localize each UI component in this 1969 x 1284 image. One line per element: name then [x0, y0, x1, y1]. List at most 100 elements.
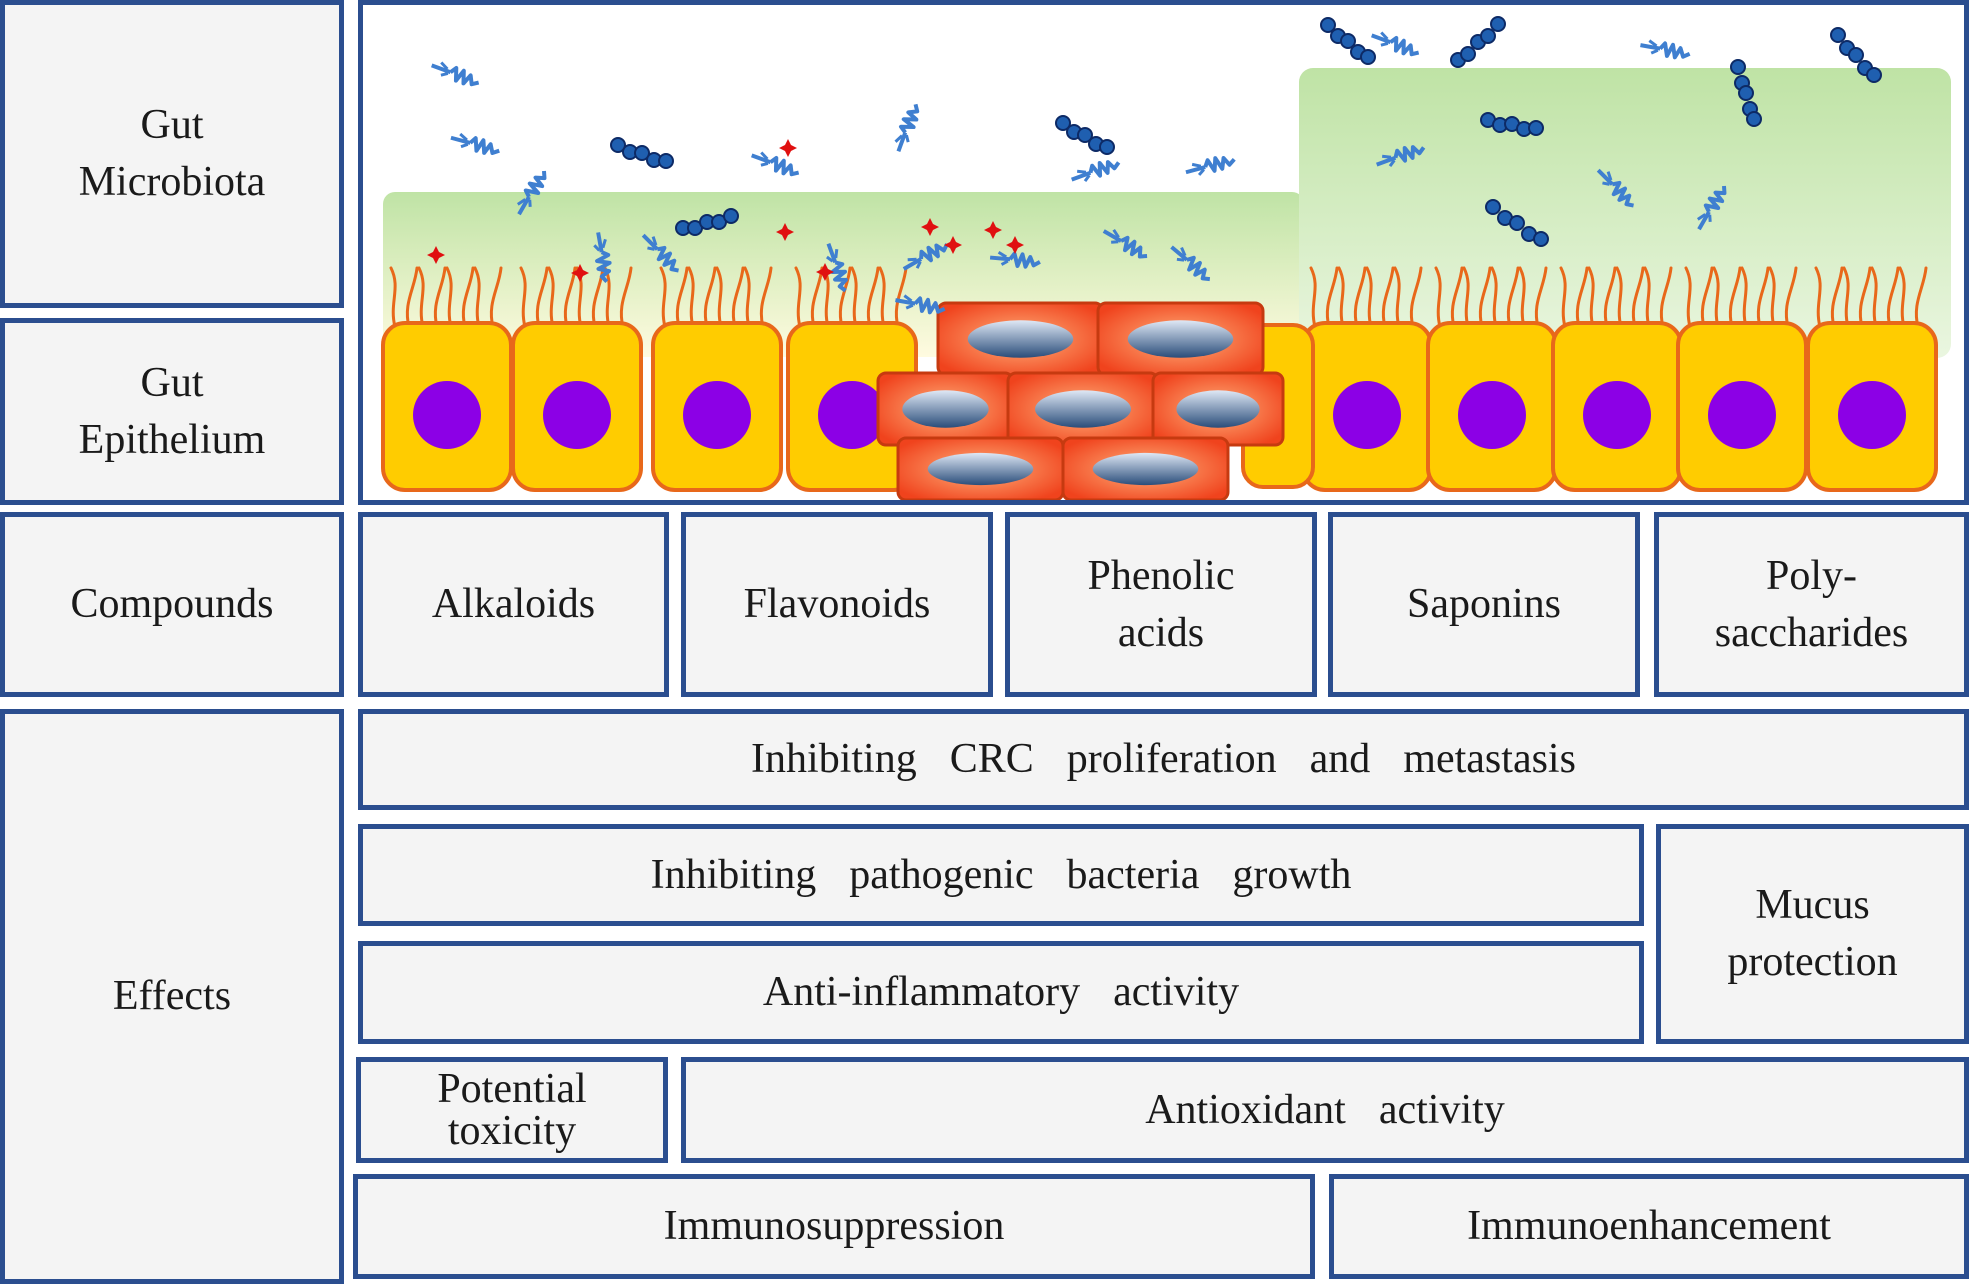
- rod-bacterium-body: [1170, 245, 1211, 282]
- rod-bacterium-flagella: [1076, 169, 1091, 182]
- effect-potential-toxicity: Potential toxicity: [356, 1057, 668, 1163]
- tumor-cell-cluster: [876, 301, 1285, 500]
- rod-bacterium-body: [826, 243, 848, 293]
- microvillus: [1728, 266, 1742, 329]
- microvillus: [1603, 266, 1617, 329]
- effect-immunosuppression: Immunosuppression: [353, 1174, 1315, 1279]
- row-label-compounds-text: Compounds: [70, 581, 274, 628]
- cell-nucleus: [543, 381, 611, 449]
- tumor-cell-nucleus: [1035, 390, 1131, 428]
- microvillus: [1575, 266, 1589, 329]
- rod-bacterium: [1376, 145, 1426, 167]
- microvillus: [519, 266, 527, 329]
- microvillus: [850, 266, 858, 329]
- gut-illustration: [381, 16, 1951, 500]
- microvillus: [1858, 266, 1872, 329]
- coccus: [634, 145, 650, 161]
- microvillus: [838, 266, 852, 329]
- microvillus: [894, 266, 908, 329]
- effect-mucus-protection: Mucus protection: [1656, 824, 1969, 1044]
- cell-nucleus: [1333, 381, 1401, 449]
- epithelial-cell: [1676, 266, 1808, 492]
- microvillus: [1309, 266, 1317, 329]
- rod-bacterium: [450, 132, 500, 156]
- compound-polysaccharides: Poly- saccharides: [1654, 512, 1969, 697]
- rod-bacterium-flagella: [903, 294, 914, 310]
- coccus: [1099, 139, 1115, 155]
- effect-inhibiting-crc-label: Inhibiting CRC proliferation and metasta…: [751, 736, 1576, 783]
- microvillus: [1587, 266, 1595, 329]
- microvillus: [1409, 266, 1423, 329]
- rod-bacterium-flagella: [1176, 246, 1187, 262]
- tumor-cell-nucleus: [1092, 452, 1199, 486]
- rod-bacterium: [1640, 39, 1691, 60]
- compound-saponins-label: Saponins: [1406, 581, 1561, 628]
- microvillus: [433, 266, 447, 329]
- rod-bacterium-flagella: [459, 132, 469, 149]
- compound-alkaloids-label: Alkaloids: [431, 581, 596, 628]
- microvillus: [1353, 266, 1367, 329]
- microvillus: [1506, 266, 1520, 329]
- microvillus: [1700, 266, 1714, 329]
- row-label-gut-epithelium-text: Gut Epithelium: [78, 359, 266, 463]
- effect-mucus-protection-label: Mucus protection: [1727, 882, 1898, 985]
- microvillus: [1393, 266, 1401, 329]
- compound-saponins: Saponins: [1328, 512, 1640, 697]
- rod-bacterium-body: [431, 63, 480, 87]
- microvillus: [619, 266, 633, 329]
- rod-bacterium-body: [1640, 41, 1691, 60]
- cocci-chain: [1485, 199, 1549, 247]
- microvillus: [1886, 266, 1900, 329]
- microvillus: [417, 266, 425, 329]
- microvillus: [1450, 266, 1464, 329]
- microvillus: [743, 266, 751, 329]
- rod-bacterium-flagella: [593, 238, 607, 252]
- cocci-chain: [1730, 59, 1762, 127]
- coccus: [723, 208, 739, 224]
- rod-bacterium-body: [450, 135, 500, 156]
- rod-bacterium-body: [1371, 33, 1420, 57]
- rod-bacterium-body: [895, 296, 946, 315]
- compound-flavonoids: Flavonoids: [681, 512, 993, 697]
- rod-bacterium-body: [751, 153, 800, 177]
- coccus: [658, 153, 674, 169]
- coccus: [1480, 28, 1496, 44]
- rod-bacterium-flagella: [997, 251, 1009, 266]
- cocci-chain: [610, 137, 674, 169]
- tumor-cell: [876, 371, 1015, 447]
- cocci-chain: [1480, 112, 1544, 137]
- microvillus: [591, 266, 605, 329]
- rod-bacterium-flagella: [516, 198, 532, 207]
- rod-bacterium: [894, 103, 920, 152]
- rod-bacterium-flagella: [1380, 31, 1389, 47]
- cell-nucleus: [1708, 381, 1776, 449]
- rod-bacterium: [989, 251, 1041, 269]
- cocci-chain: [675, 208, 739, 236]
- effect-antioxidant: Antioxidant activity: [681, 1057, 1969, 1163]
- ros-star: [921, 218, 939, 236]
- effect-anti-inflammatory: Anti-inflammatory activity: [358, 941, 1644, 1044]
- microvillus: [405, 266, 419, 329]
- microvillus: [461, 266, 475, 329]
- compound-alkaloids: Alkaloids: [358, 512, 669, 697]
- cocci-chain: [1450, 16, 1506, 68]
- microvillus: [473, 266, 481, 329]
- tumor-cell-nucleus: [902, 390, 989, 428]
- rod-bacterium-flagella: [1696, 213, 1712, 222]
- microvillus: [1534, 266, 1548, 329]
- coccus: [1340, 33, 1356, 49]
- ros-star: [776, 223, 794, 241]
- rod-bacterium-flagella: [894, 134, 910, 143]
- effect-antioxidant-label: Antioxidant activity: [1145, 1086, 1505, 1133]
- coccus: [1866, 67, 1882, 83]
- effect-inhibiting-pathogenic-bacteria: Inhibiting pathogenic bacteria growth: [358, 824, 1644, 926]
- rod-bacterium: [1596, 168, 1634, 208]
- tumor-cell: [1151, 371, 1285, 447]
- tumor-cell: [936, 301, 1105, 377]
- cell-nucleus: [1838, 381, 1906, 449]
- microvillus: [445, 266, 453, 329]
- rod-bacterium-flagella: [647, 236, 658, 251]
- microvillus: [1830, 266, 1844, 329]
- cell-nucleus: [1583, 381, 1651, 449]
- rod-bacterium-body: [1071, 160, 1121, 182]
